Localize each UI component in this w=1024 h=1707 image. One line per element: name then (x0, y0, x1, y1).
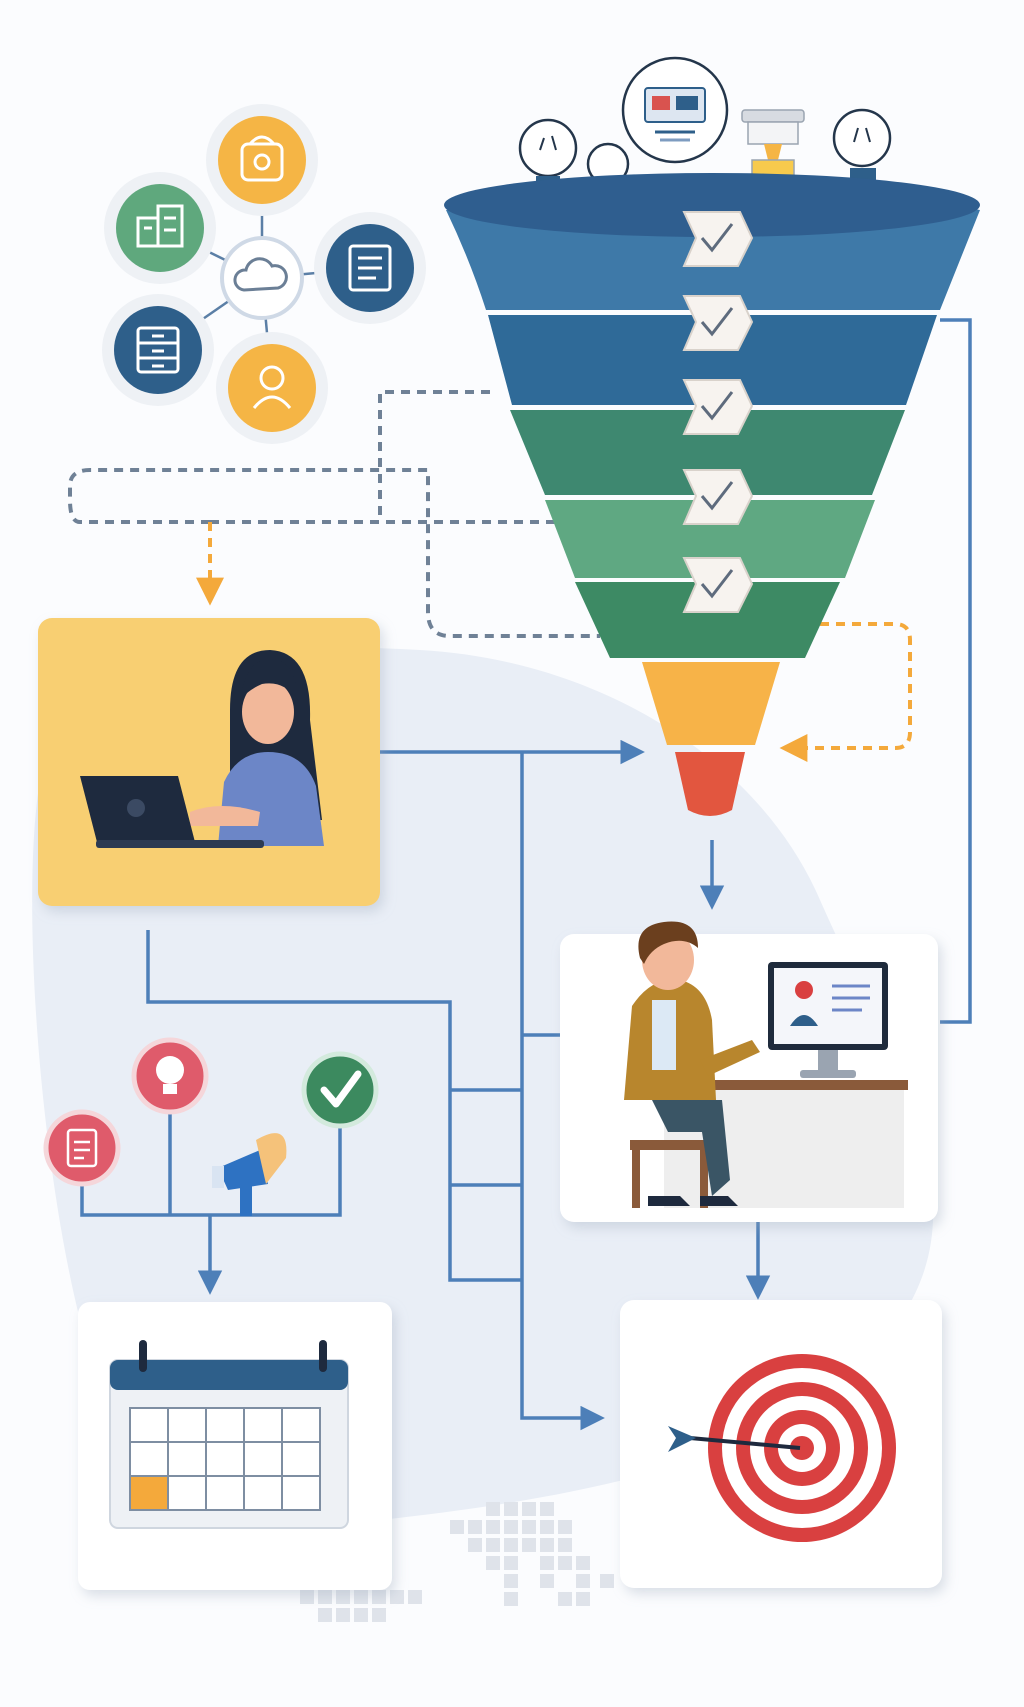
screen-icon (621, 56, 729, 164)
target-card (620, 1300, 942, 1588)
megaphone-icon (212, 1133, 287, 1216)
form-icon (66, 1128, 98, 1168)
cloud-icon (233, 257, 288, 292)
bag-icon (240, 135, 284, 182)
user-icon (252, 365, 292, 409)
highlighted-day (129, 1475, 169, 1511)
check-card (682, 557, 754, 613)
check-icon (320, 1070, 362, 1108)
calendar-icon (109, 1340, 349, 1529)
funnel-layer-2 (488, 315, 937, 405)
woman-laptop-card (38, 618, 380, 906)
funnel-layer-3 (510, 410, 905, 495)
megaphone-pin (212, 1133, 287, 1216)
check-card (682, 295, 754, 351)
man-at-desk-illustration (624, 921, 908, 1208)
orange-loop-connector (779, 622, 912, 762)
document-icon (348, 244, 392, 292)
buildings-icon (136, 204, 184, 248)
arrow-icon (668, 1426, 801, 1452)
funnel (444, 56, 980, 816)
woman-with-laptop-illustration (80, 650, 324, 848)
funnel-checkmarks (682, 211, 754, 613)
pixel-decoration (300, 1502, 614, 1622)
dashed-connectors (68, 390, 600, 638)
man-desk-card (560, 921, 938, 1222)
check-card (682, 379, 754, 435)
check-pin (301, 1051, 379, 1129)
funnel-rim (444, 173, 980, 237)
calendar-card (78, 1302, 392, 1590)
pins-group (43, 1037, 379, 1216)
cabinet-icon (136, 326, 180, 374)
hub-node (220, 236, 304, 320)
funnel-layer-6 (642, 662, 780, 745)
lightbulb-icon (832, 108, 892, 188)
funnel-layer-7 (675, 752, 745, 816)
funnel-layer-4 (545, 500, 875, 578)
funnel-layer-5 (575, 582, 840, 658)
form-pin (43, 1109, 121, 1187)
lightbulb-icon (156, 1056, 184, 1094)
target-icon (708, 1354, 896, 1542)
check-card (682, 469, 754, 525)
lightbulb-pin (131, 1037, 209, 1115)
check-card (682, 211, 754, 267)
network-cluster (102, 104, 426, 444)
